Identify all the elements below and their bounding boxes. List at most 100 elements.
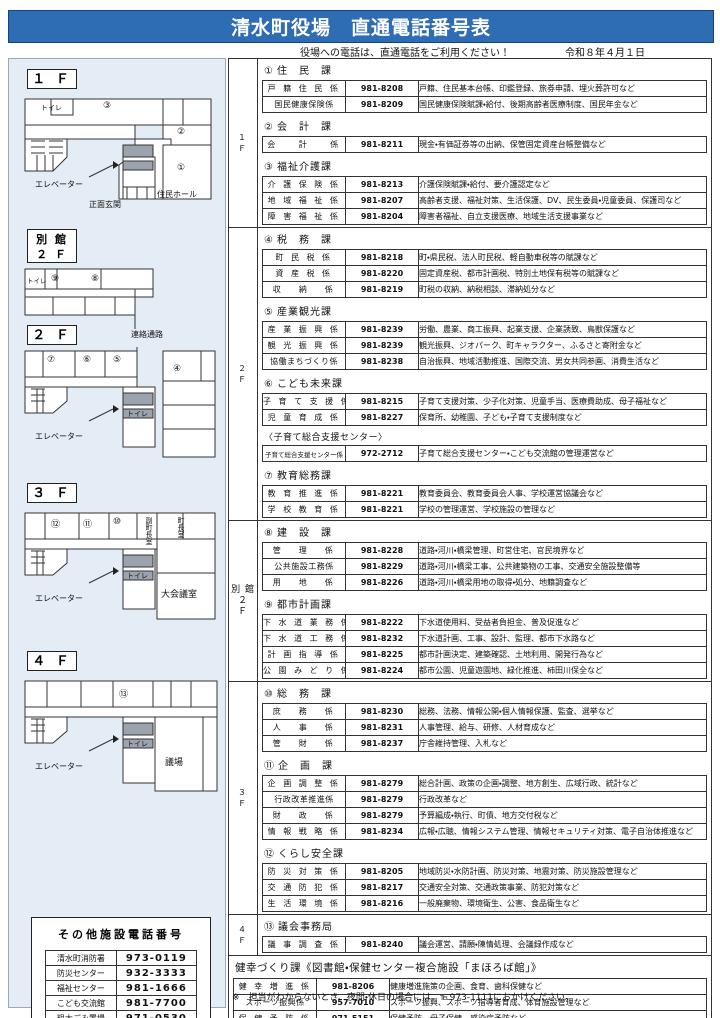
section-name: 下 水 道 工 務 係: [262, 630, 346, 647]
department-name: くらし安全課: [278, 849, 344, 860]
section-name: 戸 籍 住 民 係: [262, 80, 346, 97]
map-label-toilet-annex2f: トイレ: [27, 277, 47, 285]
section-name: 国民健康保険係: [262, 96, 346, 113]
department-number: ⑧: [264, 528, 274, 539]
header-subtitle: 役場への電話は、直通電話をご利用ください！: [300, 48, 510, 59]
phone-number: 981-8239: [345, 337, 419, 354]
other-facility-name: 福祉センター: [45, 980, 117, 996]
other-facility-tel: 973-0119: [115, 950, 198, 966]
map-label-deputy-mayor-room: 副町長室: [145, 517, 153, 545]
duties-description: 下水道使用料、受益者負担金、普及促進など: [418, 614, 707, 631]
duties-description: 庁舎維持管理、入札など: [418, 735, 707, 752]
section-name: 下 水 道 業 務 係: [262, 614, 346, 631]
section-name: 町 民 税 係: [262, 249, 346, 266]
section-name: 企 画 調 整 係: [262, 775, 346, 792]
map-room-13: ⑬: [119, 690, 129, 700]
department-number: ①: [264, 66, 274, 77]
map-label-entrance-1f: 正面玄関: [89, 200, 121, 209]
other-facility-tel: 932-3333: [115, 965, 198, 981]
map-room-7: ⑦: [47, 355, 56, 365]
phone-number: 981-8215: [345, 393, 419, 410]
department-number: ⑫: [264, 849, 275, 860]
phone-number: 981-8208: [345, 80, 419, 97]
duties-description: 介護保険賦課・給付、要介護認定など: [418, 176, 707, 193]
other-facility-name: 粗大ごみ置場: [45, 1010, 117, 1018]
phone-number: 981-8205: [345, 863, 419, 880]
duties-description: 障害者福祉、自立支援医療、地域生活支援事業など: [418, 208, 707, 225]
phone-number: 981-8230: [345, 703, 419, 720]
department-number: ⑪: [264, 761, 275, 772]
section-name: 用 地 係: [262, 574, 346, 591]
phone-number: 981-8219: [345, 281, 419, 298]
floor-tag-4f: ４ Ｆ: [27, 651, 77, 671]
department-name: 福祉介護課: [276, 162, 332, 173]
department-number: ⑤: [264, 307, 274, 318]
map-label-toilet-4f: トイレ: [127, 740, 148, 748]
duties-description: 道路・河川・橋梁管理、町営住宅、官民境界など: [418, 542, 707, 559]
floor-map-4f: [23, 677, 218, 805]
phone-number: 981-8228: [345, 542, 419, 559]
floor-tag-2f: ２ Ｆ: [27, 325, 77, 345]
map-room-5: ⑤: [113, 355, 122, 365]
section-name: 観 光 振 興 係: [262, 337, 346, 354]
map-label-assembly-hall: 議場: [165, 758, 184, 768]
duties-description: 労働、農業、商工振興、起業支援、企業誘致、鳥獣保護など: [418, 321, 707, 338]
duties-description: 一般廃棄物、環境衛生、公害、食品衛生など: [418, 895, 707, 912]
phone-number: 981-8207: [345, 192, 419, 209]
map-room-12: ⑫: [51, 520, 61, 530]
map-room-3: ③: [103, 101, 112, 111]
map-room-11: ⑪: [83, 520, 93, 530]
duties-description: 固定資産税、都市計画税、特別土地保有税等の賦課など: [418, 265, 707, 282]
phone-number: 981-8231: [345, 719, 419, 736]
department-name: 企 画 課: [278, 761, 333, 772]
phone-number: 981-8220: [345, 265, 419, 282]
other-facility-tel: 971-0530: [115, 1010, 198, 1018]
floor-tag-3f: ３ Ｆ: [27, 483, 77, 503]
duties-description: 交通安全対策、交通政策事業、防犯対策など: [418, 879, 707, 896]
section-name: 障 害 福 祉 係: [262, 208, 346, 225]
map-room-2: ②: [177, 127, 186, 137]
map-room-8: ⑧: [91, 274, 100, 284]
floor-maps-panel: １ Ｆ: [8, 58, 226, 1018]
duties-description: 高齢者支援、福祉対策、生活保護、DV、民生委員・児童委員、保護司など: [418, 192, 707, 209]
section-name: 児 童 育 成 係: [262, 409, 346, 426]
section-name: 学 校 教 育 係: [262, 501, 346, 518]
section-name: 管 理 係: [262, 542, 346, 559]
section-name: 管 財 係: [262, 735, 346, 752]
phone-number: 981-8279: [345, 807, 419, 824]
map-label-toilet-3f: トイレ: [127, 572, 148, 580]
duties-description: 保育所、幼稚園、子ども・子育て支援制度など: [418, 409, 707, 426]
